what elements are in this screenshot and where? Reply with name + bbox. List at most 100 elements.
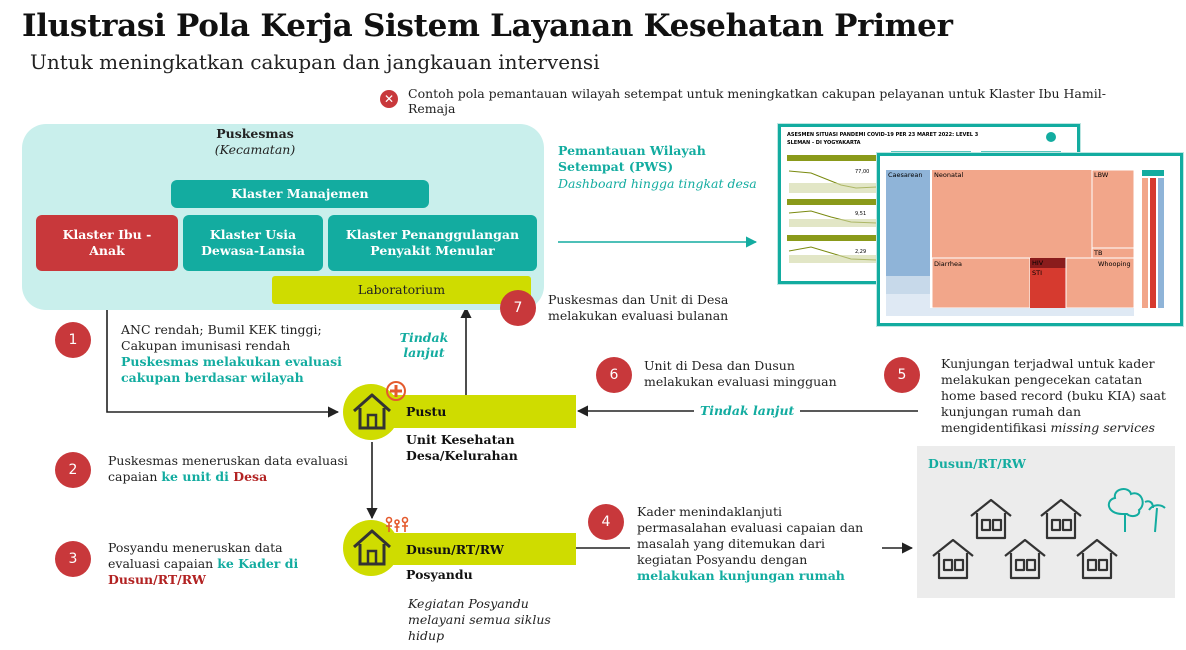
step-4-highlight: melakukan kunjungan rumah bbox=[637, 568, 845, 583]
step-6-line1: Unit di Desa dan Dusun bbox=[644, 358, 795, 373]
step-3-line1: Posyandu meneruskan data bbox=[108, 540, 283, 555]
pustu-circle bbox=[343, 384, 399, 440]
klaster-manajemen-box: Klaster Manajemen bbox=[171, 180, 429, 208]
step-4-badge: 4 bbox=[588, 504, 624, 540]
treemap-label-lbw: LBW bbox=[1094, 171, 1109, 179]
puskesmas-title: Puskesmas bbox=[216, 126, 294, 141]
posyandu-note-line2: melayani semua siklus bbox=[408, 612, 551, 627]
step-5-line1: Kunjungan terjadwal untuk kader bbox=[941, 356, 1155, 371]
step-2-line2-red: Desa bbox=[233, 469, 268, 484]
dashboard-region: SLEMAN - DI YOGYAKARTA bbox=[787, 140, 861, 146]
step-5-line3: home based record (buku KIA) saat bbox=[941, 388, 1166, 403]
step-5-line5-italic: missing services bbox=[1050, 420, 1155, 435]
step-3-line2: evaluasi capaian ke Kader di bbox=[108, 556, 298, 572]
step-5-line4: kunjungan rumah dan bbox=[941, 404, 1081, 419]
pustu-sub-line1: Unit Kesehatan bbox=[406, 432, 515, 447]
pws-title: Pemantauan Wilayah Setempat (PWS) bbox=[558, 143, 706, 175]
step-3-text: Posyandu meneruskan data evaluasi capaia… bbox=[108, 540, 298, 588]
step-2-text: Puskesmas meneruskan data evaluasi capai… bbox=[108, 453, 348, 485]
posyandu-subtitle: Posyandu bbox=[406, 567, 473, 582]
posyandu-note: Kegiatan Posyandu melayani semua siklus … bbox=[408, 596, 551, 644]
step-7-badge: 7 bbox=[500, 290, 536, 326]
medical-cross-icon bbox=[386, 381, 406, 401]
step-1-text: ANC rendah; Bumil KEK tinggi; Cakupan im… bbox=[121, 322, 342, 386]
posyandu-label: Dusun/RT/RW bbox=[406, 542, 504, 557]
step-4-line1: Kader menindaklanjuti bbox=[637, 504, 782, 519]
house-icon bbox=[1004, 538, 1046, 580]
page-title: Ilustrasi Pola Kerja Sistem Layanan Kese… bbox=[22, 8, 953, 44]
house-icon bbox=[932, 538, 974, 580]
step-5-line5-pre: mengidentifikasi bbox=[941, 420, 1051, 435]
dashboard-value-3: 2,29 bbox=[855, 249, 866, 255]
klaster-usia-box: Klaster Usia Dewasa-Lansia bbox=[183, 215, 323, 271]
step-5-line5: mengidentifikasi missing services bbox=[941, 420, 1166, 436]
dusun-panel-title: Dusun/RT/RW bbox=[928, 456, 1026, 471]
step-4-line2: permasalahan evaluasi capaian dan bbox=[637, 520, 864, 535]
pustu-bar bbox=[372, 395, 576, 428]
step-6-text: Unit di Desa dan Dusun melakukan evaluas… bbox=[644, 358, 837, 390]
step-1-highlight1: Puskesmas melakukan evaluasi bbox=[121, 354, 342, 369]
treemap-label-diarrhea: Diarrhea bbox=[934, 260, 962, 268]
house-icon bbox=[1040, 498, 1082, 540]
house-icon bbox=[970, 498, 1012, 540]
step-5-badge: 5 bbox=[884, 357, 920, 393]
dashboard-value-1: 77,00 bbox=[855, 169, 869, 175]
dashboard-header: ASESMEN SITUASI PANDEMI COVID-19 PER 23 … bbox=[787, 132, 979, 138]
posyandu-note-line1: Kegiatan Posyandu bbox=[408, 596, 529, 611]
tindak-lanjut-label-horizontal: Tindak lanjut bbox=[700, 403, 795, 418]
close-icon: ✕ bbox=[380, 90, 398, 108]
step-1-line1: ANC rendah; Bumil KEK tinggi; bbox=[121, 322, 322, 337]
pws-title-line2: Setempat (PWS) bbox=[558, 159, 674, 174]
step-4-line4: kegiatan Posyandu dengan bbox=[637, 552, 808, 567]
step-5-text: Kunjungan terjadwal untuk kader melakuka… bbox=[941, 356, 1166, 436]
dashboard-value-2: 9,51 bbox=[855, 211, 866, 217]
step-6-line2: melakukan evaluasi mingguan bbox=[644, 374, 837, 389]
step-6-badge: 6 bbox=[596, 357, 632, 393]
step-4-text: Kader menindaklanjuti permasalahan evalu… bbox=[637, 504, 863, 584]
step-2-line1: Puskesmas meneruskan data evaluasi bbox=[108, 453, 348, 468]
step-1-badge: 1 bbox=[55, 322, 91, 358]
family-icon bbox=[385, 516, 409, 532]
houses-illustration bbox=[932, 488, 1166, 580]
tree-icon bbox=[1107, 488, 1166, 533]
treemap-label-caesarean: Caesarean bbox=[888, 171, 923, 179]
laboratorium-box: Laboratorium bbox=[272, 276, 531, 304]
step-5-line2: melakukan pengecekan catatan bbox=[941, 372, 1143, 387]
step-7-line2: melakukan evaluasi bulanan bbox=[548, 308, 729, 323]
pustu-label: Pustu bbox=[406, 404, 447, 419]
tindak-lanjut-line1: Tindak bbox=[399, 330, 449, 345]
step-3-line2-teal: ke Kader di bbox=[217, 556, 299, 571]
puskesmas-subtitle: (Kecamatan) bbox=[214, 142, 296, 157]
treemap-chart: Caesarean Neonatal LBW TB Diarrhea HIV S… bbox=[880, 156, 1180, 323]
step-3-line3-red: Dusun/RT/RW bbox=[108, 572, 206, 587]
pws-subtitle: Dashboard hingga tingkat desa bbox=[558, 176, 757, 191]
treemap-label-whooping: Whooping bbox=[1098, 260, 1131, 268]
step-2-line2-teal: ke unit di bbox=[161, 469, 234, 484]
step-2-line2-pre: capaian bbox=[108, 469, 162, 484]
dashboard-screenshot-2: Caesarean Neonatal LBW TB Diarrhea HIV S… bbox=[877, 153, 1183, 326]
step-3-badge: 3 bbox=[55, 541, 91, 577]
tindak-lanjut-line2: lanjut bbox=[403, 345, 445, 360]
step-7-line1: Puskesmas dan Unit di Desa bbox=[548, 292, 729, 307]
house-icon bbox=[353, 529, 391, 566]
posyandu-bar bbox=[372, 533, 576, 565]
posyandu-note-line3: hidup bbox=[408, 628, 445, 643]
step-2-line2: capaian ke unit di Desa bbox=[108, 469, 348, 485]
step-2-badge: 2 bbox=[55, 452, 91, 488]
step-7-text: Puskesmas dan Unit di Desa melakukan eva… bbox=[548, 292, 728, 324]
step-3-line2-pre: evaluasi capaian bbox=[108, 556, 218, 571]
treemap-label-sti: STI bbox=[1032, 269, 1042, 277]
treemap-label-tb: TB bbox=[1093, 249, 1102, 257]
tindak-lanjut-label-vertical: Tindak lanjut bbox=[397, 330, 451, 360]
treemap-label-neonatal: Neonatal bbox=[934, 171, 963, 179]
pustu-subtitle: Unit Kesehatan Desa/Kelurahan bbox=[406, 432, 518, 464]
klaster-ibu-anak-box: Klaster Ibu - Anak bbox=[36, 215, 178, 271]
step-4-line3: masalah yang ditemukan dari bbox=[637, 536, 825, 551]
house-icon bbox=[1076, 538, 1118, 580]
step-1-line2: Cakupan imunisasi rendah bbox=[121, 338, 291, 353]
page-subtitle: Untuk meningkatkan cakupan dan jangkauan… bbox=[30, 50, 600, 74]
house-icon bbox=[353, 393, 391, 430]
note-text: Contoh pola pemantauan wilayah setempat … bbox=[408, 86, 1106, 116]
treemap-label-hiv: HIV bbox=[1032, 259, 1044, 267]
